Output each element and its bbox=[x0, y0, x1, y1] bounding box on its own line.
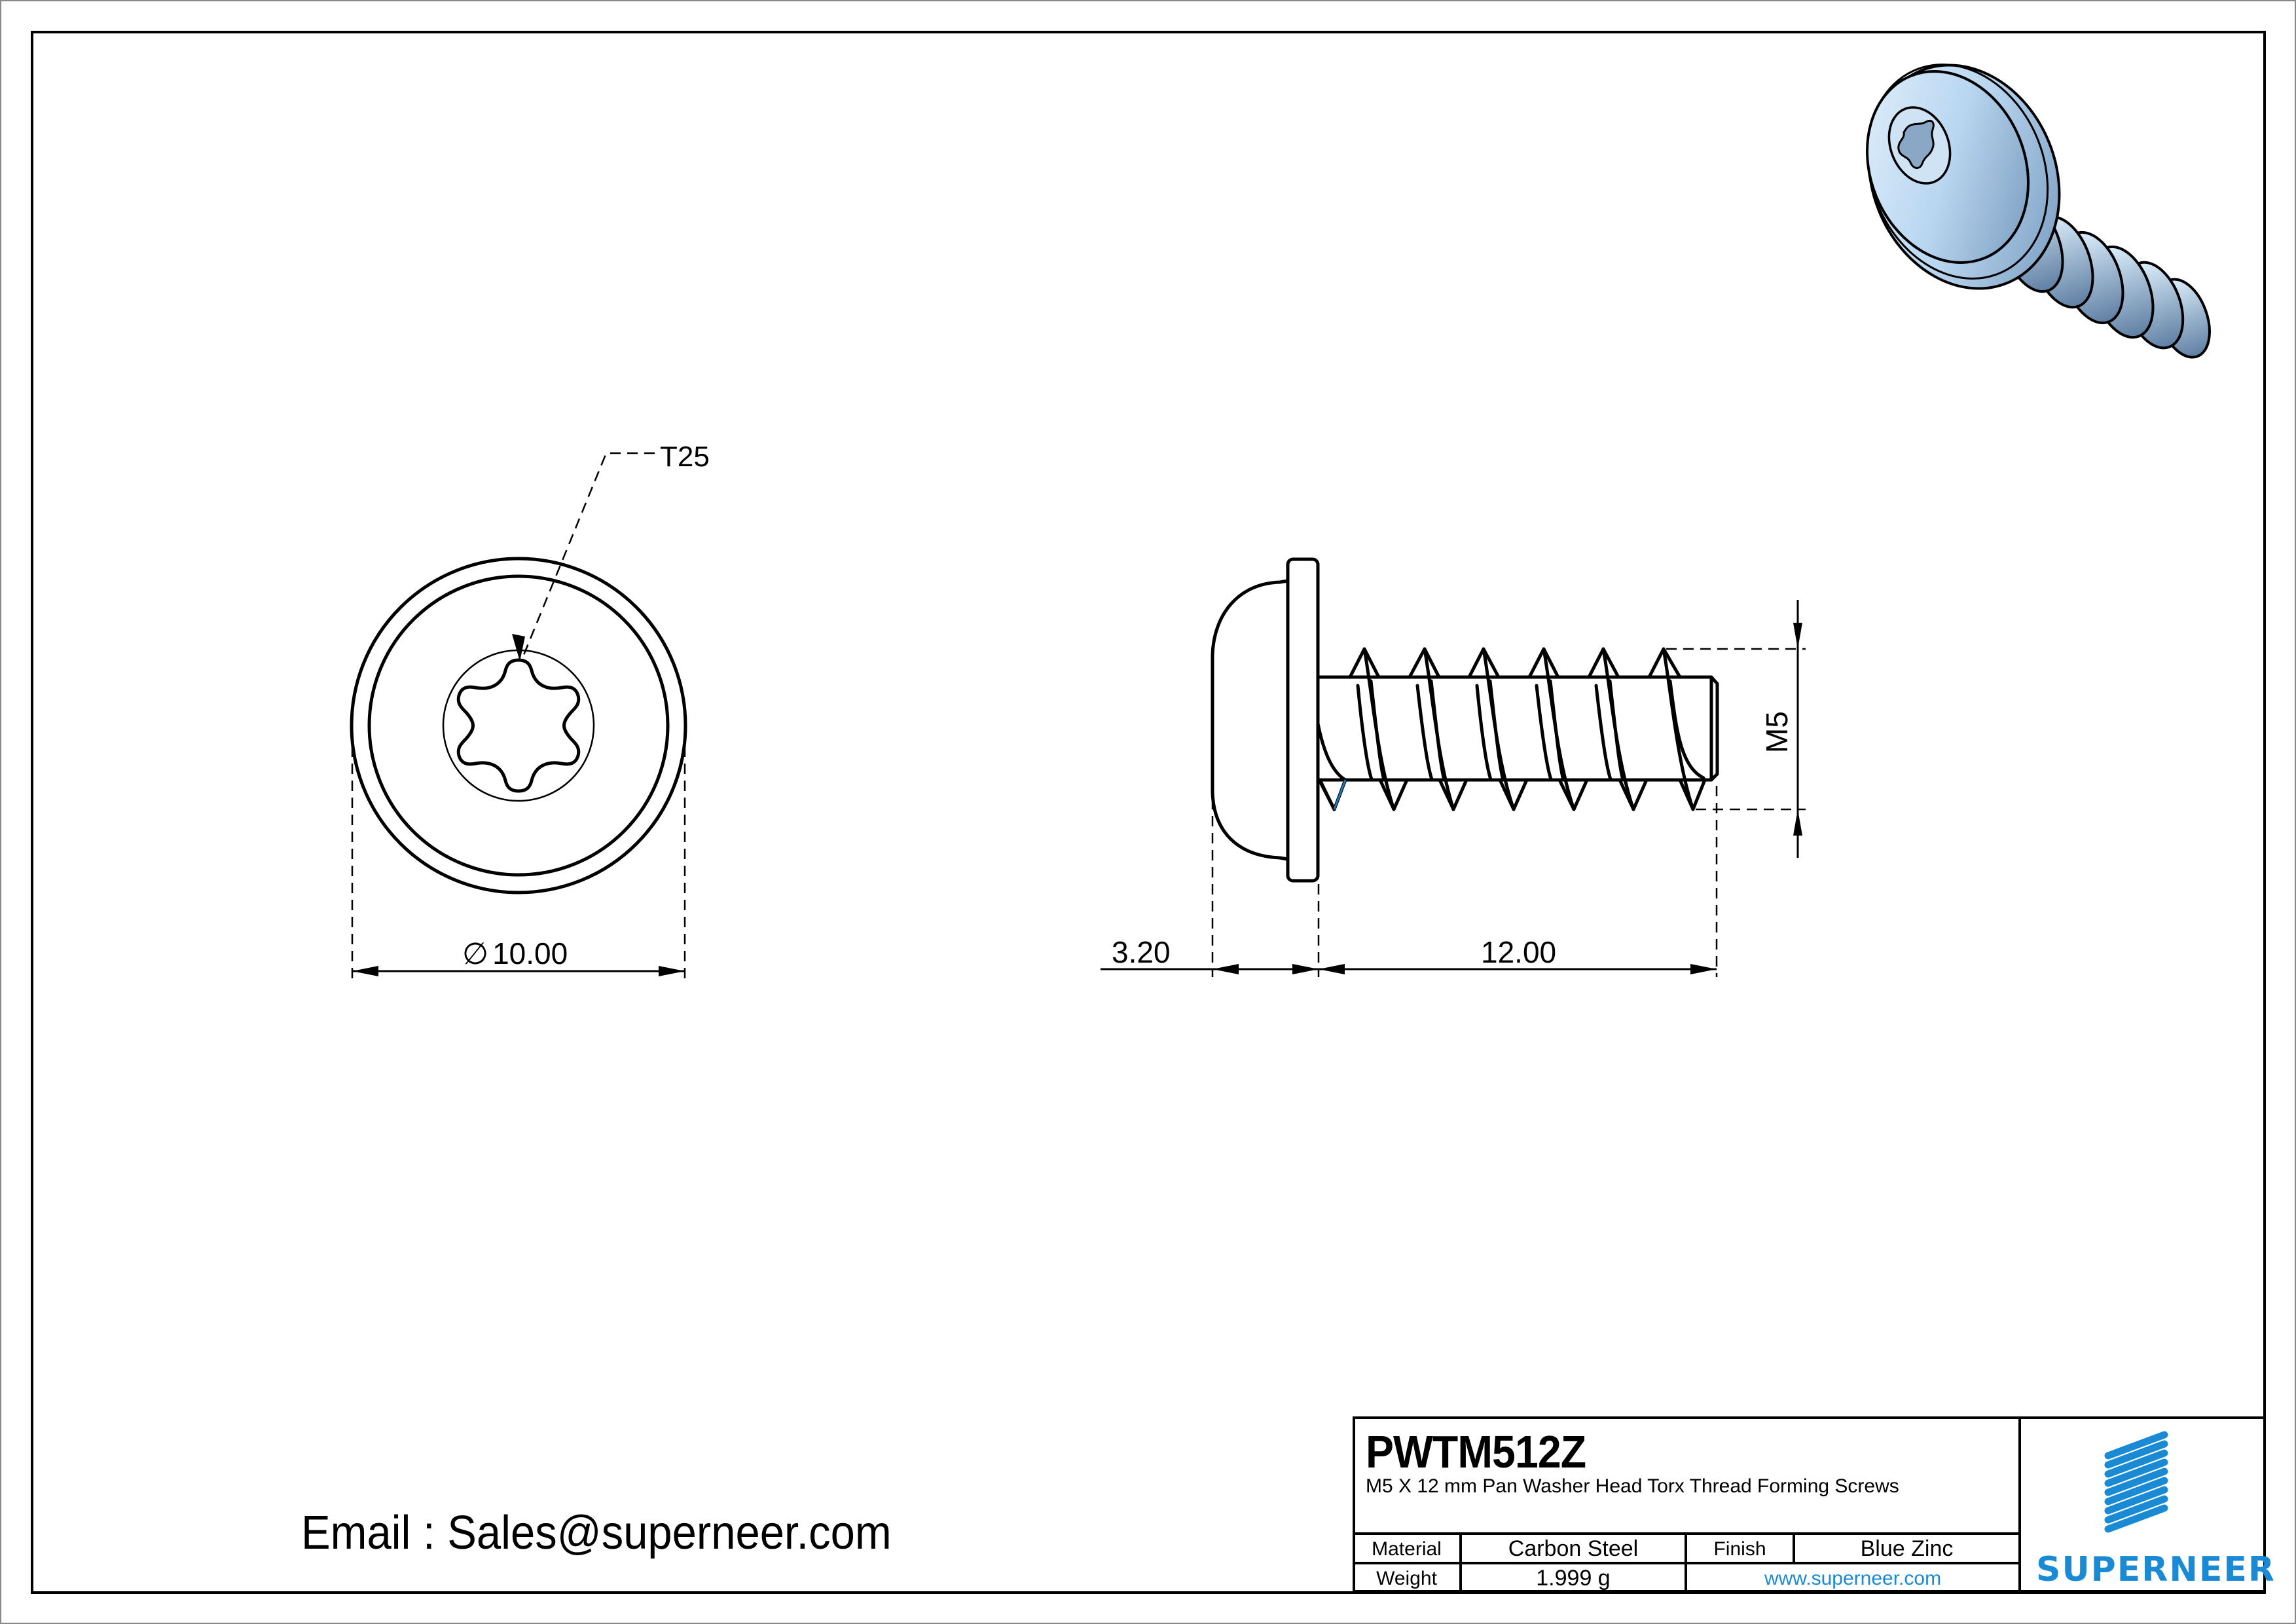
drawing-frame bbox=[31, 31, 2266, 1594]
front-view bbox=[350, 452, 687, 979]
weight-label: Weight bbox=[1376, 1567, 1437, 1589]
head-outline bbox=[367, 574, 670, 877]
title-block-grid bbox=[1353, 1416, 2265, 1593]
arrow-1200-left bbox=[1319, 964, 1345, 974]
leader-arrowhead bbox=[512, 634, 525, 661]
torx-size-label: T25 bbox=[660, 441, 710, 473]
iso-view-screw bbox=[1866, 64, 2211, 359]
t25-leader-line bbox=[522, 452, 655, 655]
arrow-320-right bbox=[1292, 964, 1319, 974]
website-link[interactable]: www.superneer.com bbox=[1764, 1567, 1942, 1589]
washer-flange bbox=[1286, 557, 1320, 883]
side-view bbox=[1101, 557, 1806, 977]
dimension-arrow-right bbox=[659, 966, 685, 976]
m5-arrow-top bbox=[1793, 623, 1802, 649]
torx-recess-icon bbox=[456, 658, 581, 793]
diameter-value: 10.00 bbox=[492, 936, 568, 970]
part-description: M5 X 12 mm Pan Washer Head Torx Thread F… bbox=[1366, 1475, 1899, 1497]
contact-email[interactable]: Email : Sales@superneer.com bbox=[301, 1507, 892, 1559]
thread-size-label: M5 bbox=[1760, 711, 1794, 753]
material-value: Carbon Steel bbox=[1508, 1536, 1639, 1561]
diameter-label: ∅10.00 bbox=[462, 936, 568, 970]
thread-helix-lines bbox=[1316, 647, 1705, 811]
m5-arrow-bottom bbox=[1793, 809, 1802, 836]
finish-value: Blue Zinc bbox=[1860, 1536, 1954, 1561]
material-label: Material bbox=[1372, 1538, 1442, 1560]
arrow-1200-right bbox=[1690, 964, 1717, 974]
length-label: 12.00 bbox=[1481, 935, 1556, 969]
superneer-logo-icon bbox=[2104, 1431, 2168, 1533]
diameter-symbol-icon: ∅ bbox=[462, 936, 488, 970]
part-number: PWTM512Z bbox=[1366, 1426, 1586, 1477]
title-block: PWTM512Z M5 X 12 mm Pan Washer Head Torx… bbox=[1353, 1416, 2274, 1593]
weight-value: 1.999 g bbox=[1536, 1566, 1611, 1591]
arrow-320-left bbox=[1212, 964, 1239, 974]
head-height-label: 3.20 bbox=[1112, 935, 1171, 969]
logo-wordmark: SUPERNEER bbox=[2036, 1550, 2276, 1589]
dimension-arrow-left bbox=[352, 966, 378, 976]
shank-end-chamfer bbox=[1709, 675, 1719, 782]
washer-outline bbox=[350, 557, 687, 895]
pan-head-dome bbox=[1211, 579, 1290, 861]
finish-label: Finish bbox=[1713, 1538, 1766, 1560]
thread-start-edge bbox=[1333, 779, 1347, 810]
